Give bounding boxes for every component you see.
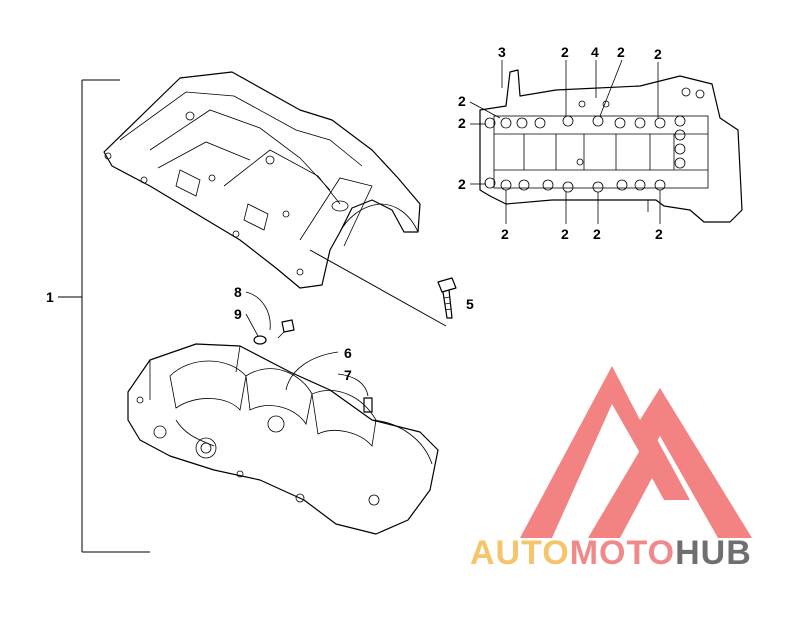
callout-2: 2 bbox=[458, 115, 466, 131]
watermark-wordmark: AUTOMOTOHUB bbox=[470, 534, 796, 578]
screw-8 bbox=[277, 319, 295, 339]
callout-2: 2 bbox=[561, 44, 569, 60]
lower-crankcase bbox=[127, 343, 439, 535]
callout-4: 4 bbox=[591, 44, 599, 60]
callout-7: 7 bbox=[344, 367, 352, 383]
upper-crankcase bbox=[103, 71, 421, 289]
leader-5 bbox=[309, 249, 447, 327]
watermark-part-hub: HUB bbox=[675, 534, 752, 572]
leaders-right bbox=[469, 59, 661, 224]
washer-9 bbox=[253, 335, 267, 345]
callout-2: 2 bbox=[617, 44, 625, 60]
leaders-left bbox=[245, 291, 369, 397]
watermark-part-moto: MOTO bbox=[569, 534, 676, 572]
callout-2: 2 bbox=[458, 93, 466, 109]
callout-2: 2 bbox=[458, 176, 466, 192]
assembly-bracket bbox=[58, 79, 150, 553]
callout-2: 2 bbox=[593, 226, 601, 242]
callout-9: 9 bbox=[234, 306, 242, 322]
callout-2: 2 bbox=[655, 226, 663, 242]
dowel-pin-7 bbox=[363, 397, 373, 413]
callout-1: 1 bbox=[46, 289, 54, 305]
callout-2: 2 bbox=[561, 226, 569, 242]
callout-5: 5 bbox=[466, 296, 474, 312]
crankcase-bolt-pattern bbox=[479, 69, 743, 223]
callout-8: 8 bbox=[234, 284, 242, 300]
callout-2: 2 bbox=[501, 226, 509, 242]
watermark-part-auto: AUTO bbox=[470, 534, 570, 572]
callout-2: 2 bbox=[654, 46, 662, 62]
bolt-5 bbox=[437, 277, 457, 319]
callout-3: 3 bbox=[498, 44, 506, 60]
watermark-logo-icon bbox=[520, 366, 752, 538]
callout-6: 6 bbox=[344, 345, 352, 361]
